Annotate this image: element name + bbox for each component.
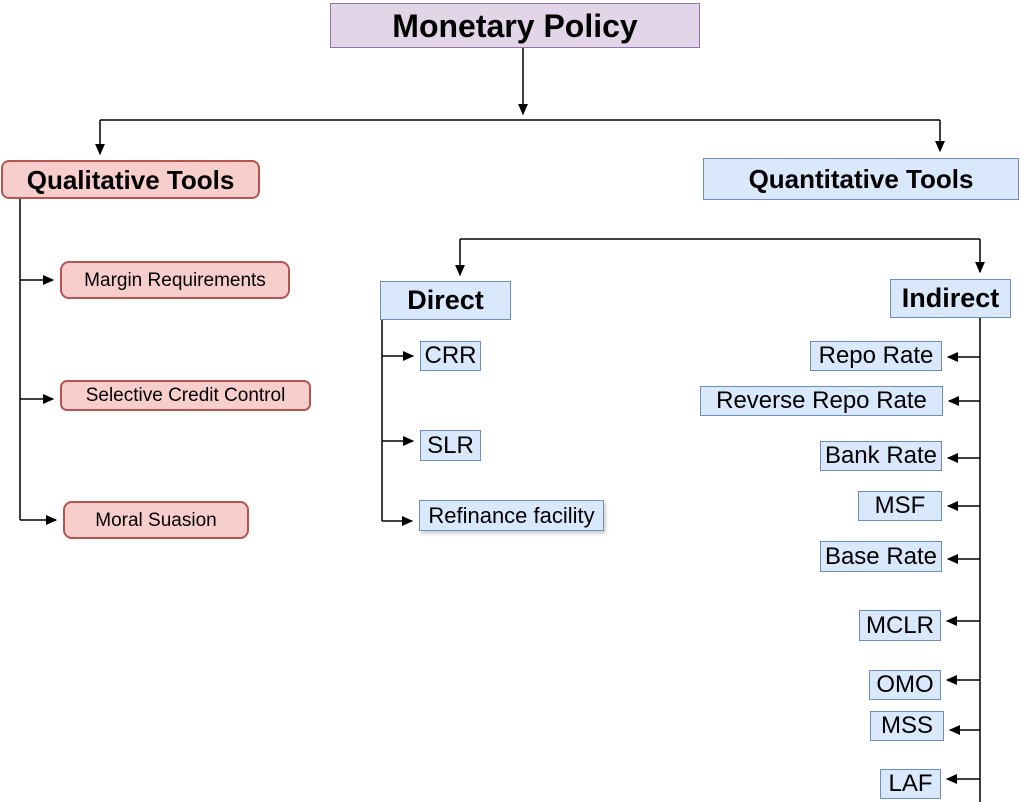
node-moral-suasion: Moral Suasion	[63, 501, 249, 539]
node-repo-rate: Repo Rate	[810, 341, 942, 371]
node-omo: OMO	[869, 670, 941, 700]
node-reverse-repo-rate: Reverse Repo Rate	[700, 386, 943, 416]
node-base-rate: Base Rate	[820, 541, 942, 572]
node-bank-rate: Bank Rate	[820, 441, 942, 471]
node-msf: MSF	[858, 491, 942, 521]
node-laf: LAF	[880, 769, 941, 799]
node-monetary-policy: Monetary Policy	[330, 3, 700, 48]
node-quantitative-tools: Quantitative Tools	[703, 158, 1019, 200]
node-mclr: MCLR	[859, 610, 941, 641]
node-selective-credit-control: Selective Credit Control	[60, 380, 311, 411]
node-qualitative-tools: Qualitative Tools	[1, 160, 260, 199]
node-slr: SLR	[420, 430, 481, 461]
node-indirect: Indirect	[890, 279, 1011, 318]
node-margin-requirements: Margin Requirements	[60, 261, 290, 299]
node-crr: CRR	[420, 341, 481, 371]
node-refinance-facility: Refinance facility	[419, 500, 604, 531]
node-direct: Direct	[380, 281, 511, 320]
node-mss: MSS	[870, 711, 944, 741]
